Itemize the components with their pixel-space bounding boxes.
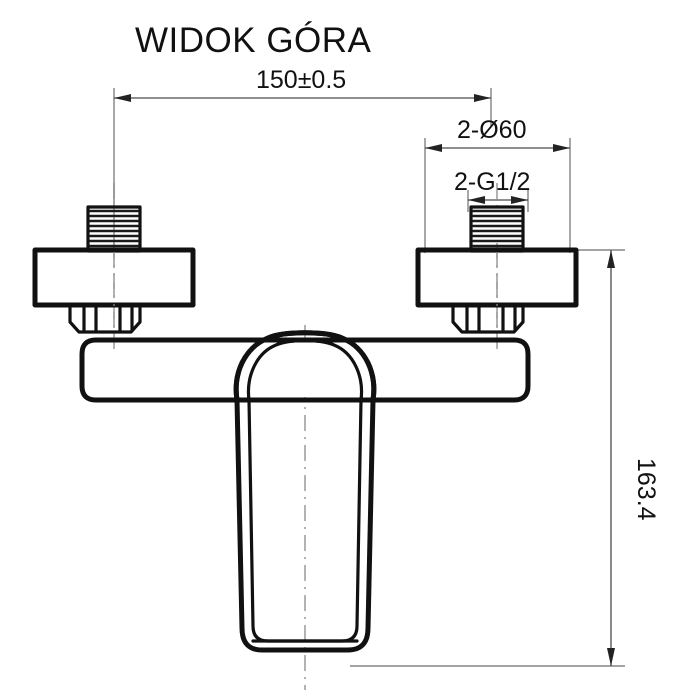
right-threaded-nipple — [469, 205, 525, 253]
arrow-bottom-1634 — [607, 648, 615, 666]
right-connection-assembly — [415, 205, 579, 334]
left-hex-nut — [68, 303, 142, 334]
arrow-right-g12 — [511, 196, 528, 204]
arrow-left-g12 — [468, 196, 485, 204]
right-thread-outline — [469, 205, 525, 253]
left-thread-outline — [86, 205, 142, 253]
dimension-label-g12: 2-G1/2 — [454, 168, 530, 196]
dimension-label-150: 150±0.5 — [256, 66, 346, 94]
arrow-top-1634 — [607, 250, 615, 268]
arrow-left-150 — [114, 94, 131, 102]
spout-dome-inner-top — [246, 338, 364, 402]
mixer-body-outline — [79, 337, 531, 403]
right-hex-nut-outline — [451, 303, 525, 334]
mixer-body — [79, 337, 531, 403]
left-hex-nut-outline — [68, 303, 142, 334]
arrow-right-150 — [474, 94, 491, 102]
spout-body-overlap-mask — [241, 343, 369, 397]
dimension-label-1634: 163.4 — [632, 458, 660, 521]
arrow-right-60 — [553, 144, 570, 152]
spout-dome-outline-top — [233, 330, 377, 403]
page-title: WIDOK GÓRA — [135, 21, 372, 60]
dimension-label-60: 2-Ø60 — [457, 116, 526, 144]
arrow-left-60 — [425, 144, 442, 152]
left-connection-assembly — [32, 205, 196, 334]
left-threaded-nipple — [86, 205, 142, 253]
right-hex-nut — [451, 303, 525, 334]
